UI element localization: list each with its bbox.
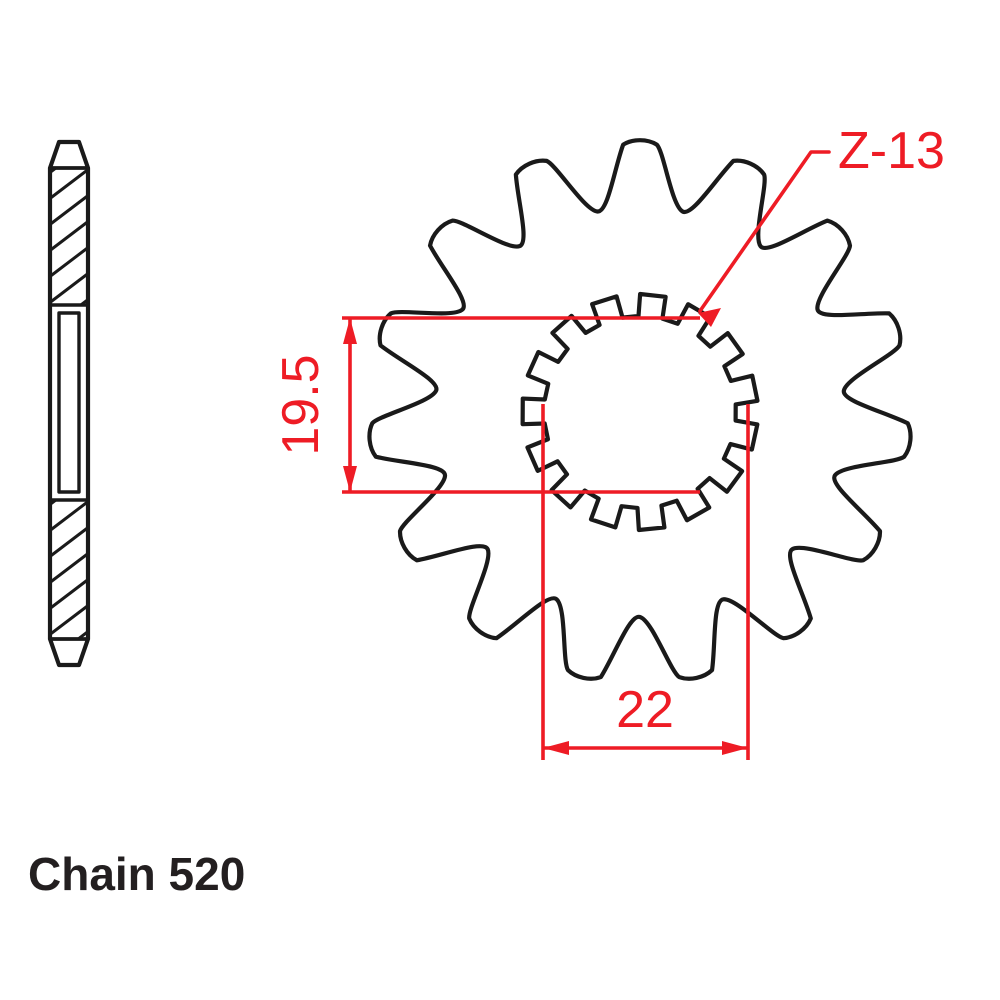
arrowhead-right [722,741,748,755]
teeth-count-callout: Z-13 [698,122,945,327]
arrowhead-top [343,318,357,344]
leader-line [698,150,831,313]
leader-arrowhead [698,308,721,327]
vertical-dimension-19-5: 19.5 [272,316,700,494]
dimension-value-22: 22 [616,681,674,739]
sprocket-spline-bore [520,291,760,533]
sprocket-front-view [367,138,913,681]
sprocket-outer-teeth [367,138,913,681]
arrowhead-left [543,741,569,755]
sprocket-section-view [47,139,91,668]
teeth-count-label: Z-13 [838,122,945,180]
section-lower-hatch [50,500,88,639]
horizontal-dimension-22: 22 [541,404,750,760]
section-web-outline [57,311,81,494]
dimension-annotations: 19.5 22 Z-13 [272,122,945,760]
section-upper-block [48,166,90,307]
dimension-value-19-5: 19.5 [272,354,330,455]
section-outline [47,139,91,668]
chain-caption: Chain 520 [28,848,245,900]
arrowhead-bottom [343,466,357,492]
section-lower-block [48,498,90,641]
section-upper-hatch [50,168,88,305]
